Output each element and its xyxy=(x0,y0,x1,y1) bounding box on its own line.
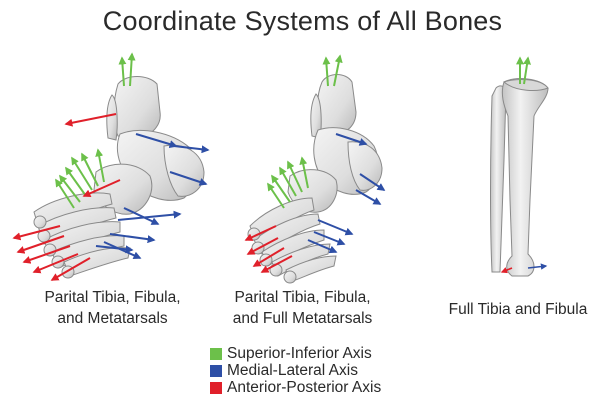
caption-line: and Metatarsals xyxy=(20,308,205,329)
bone-surfaces xyxy=(491,79,549,276)
tibia-fibula-model xyxy=(491,58,549,276)
caption-tibia-fibula-model: Full Tibia and Fibula xyxy=(428,299,605,320)
legend-item-superior-inferior: Superior-Inferior Axis xyxy=(210,345,381,362)
caption-line: Full Tibia and Fibula xyxy=(428,299,605,320)
legend-label: Medial-Lateral Axis xyxy=(227,362,358,380)
bone-surfaces xyxy=(248,75,382,284)
blue-square-icon xyxy=(210,365,222,377)
legend-label: Superior-Inferior Axis xyxy=(227,345,372,363)
green-square-icon xyxy=(210,348,222,360)
foot-model-full-metatarsals xyxy=(246,56,384,283)
caption-partial-model: Parital Tibia, Fibula, and Metatarsals xyxy=(20,287,205,329)
caption-full-metatarsals-model: Parital Tibia, Fibula, and Full Metatars… xyxy=(215,287,390,329)
legend-item-medial-lateral: Medial-Lateral Axis xyxy=(210,362,381,379)
foot-model-partial xyxy=(14,54,208,280)
red-square-icon xyxy=(210,382,222,394)
caption-line: Parital Tibia, Fibula, xyxy=(215,287,390,308)
axis-legend: Superior-Inferior Axis Medial-Lateral Ax… xyxy=(210,345,381,396)
caption-line: Parital Tibia, Fibula, xyxy=(20,287,205,308)
caption-line: and Full Metatarsals xyxy=(215,308,390,329)
legend-item-anterior-posterior: Anterior-Posterior Axis xyxy=(210,379,381,396)
legend-label: Anterior-Posterior Axis xyxy=(227,379,381,397)
